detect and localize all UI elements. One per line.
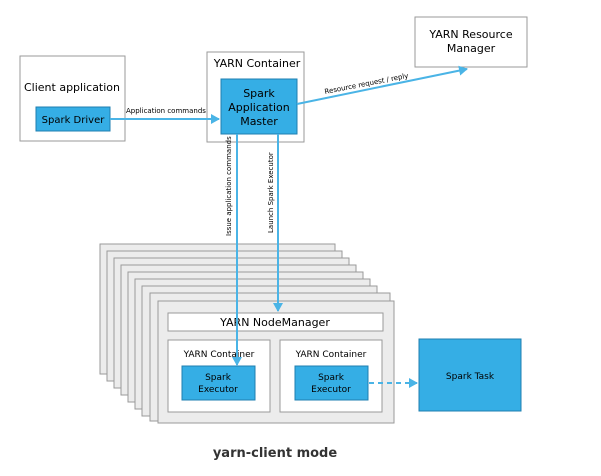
rm-line2: Manager — [447, 42, 496, 55]
node-manager-title-bar — [167, 312, 384, 332]
node-manager-front: YARN NodeManager YARN Container Spark Ex… — [157, 300, 395, 424]
yarn-container-right-title: YARN Container — [295, 350, 367, 360]
am-line1: Spark — [243, 87, 275, 100]
am-line2: Application — [228, 101, 289, 114]
am-line3: Master — [240, 115, 278, 128]
yarn-container-top: YARN Container Spark Application Master — [206, 51, 305, 143]
diagram-caption: yarn-client mode — [213, 446, 338, 461]
resource-request-arrow — [296, 65, 468, 105]
yarn-container-top-title: YARN Container — [213, 57, 301, 70]
application-master-box — [220, 78, 298, 135]
executor-left-line2: Executor — [198, 385, 238, 395]
client-application-box: Client application Spark Driver — [19, 55, 126, 142]
spark-task-box — [418, 338, 522, 412]
app-commands-label: Application commands — [126, 107, 206, 115]
spark-executor-right — [294, 365, 369, 401]
yarn-container-left-title: YARN Container — [183, 350, 255, 360]
executor-right-line1: Spark — [318, 373, 345, 383]
launch-executor-label: Launch Spark Executor — [267, 152, 275, 233]
issue-commands-label: Issue application commands — [225, 136, 233, 236]
node-manager-title: YARN NodeManager — [219, 316, 330, 329]
spark-task-label: Spark Task — [446, 372, 495, 382]
executor-right-line2: Executor — [311, 385, 351, 395]
client-application-title: Client application — [24, 81, 120, 94]
spark-driver-box — [35, 106, 111, 132]
executor-left-line1: Spark — [205, 373, 232, 383]
rm-line1: YARN Resource — [428, 28, 512, 41]
spark-executor-left — [181, 365, 256, 401]
resource-manager-box: YARN Resource Manager — [414, 16, 528, 68]
spark-driver-label: Spark Driver — [42, 115, 106, 126]
